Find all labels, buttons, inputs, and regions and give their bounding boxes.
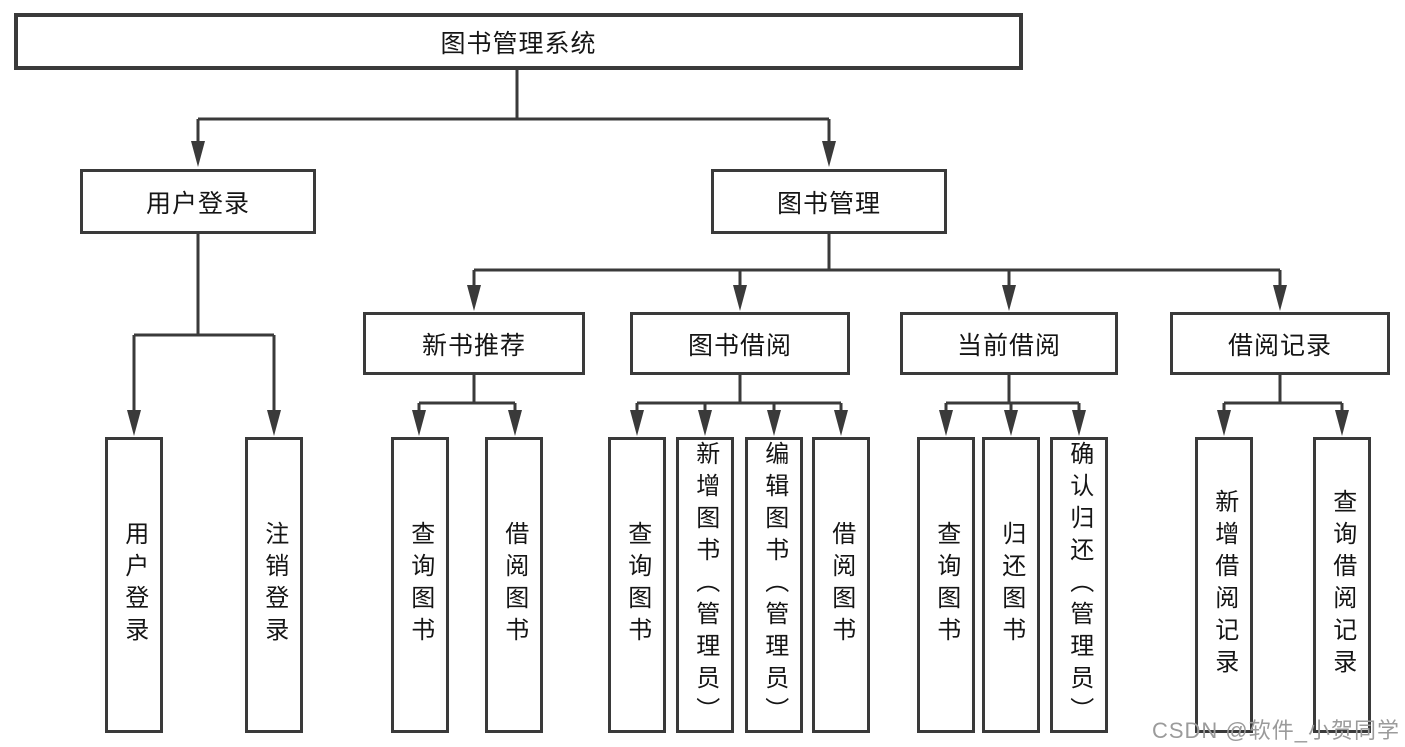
leaf-return-book-label: 归还图书 <box>997 521 1025 649</box>
arrow-icon <box>1217 410 1231 436</box>
arrow-icon <box>412 410 426 436</box>
arrow-icon <box>1273 285 1287 311</box>
arrow-icon <box>1335 410 1349 436</box>
leaf-borrow-edit-book: 编辑图书（管理员） <box>745 437 803 733</box>
leaf-newbook-query: 查询图书 <box>391 437 449 733</box>
arrow-icon <box>127 410 141 436</box>
node-new-book-recommend: 新书推荐 <box>363 312 585 375</box>
arrow-icon <box>191 141 205 167</box>
arrowheads <box>127 141 1349 436</box>
arrow-icon <box>630 410 644 436</box>
node-user-login: 用户登录 <box>80 169 316 234</box>
leaf-return-book: 归还图书 <box>982 437 1040 733</box>
leaf-logout: 注销登录 <box>245 437 303 733</box>
leaf-user-login-label: 用户登录 <box>120 521 148 649</box>
leaf-query-record-label: 查询借阅记录 <box>1328 489 1356 681</box>
leaf-add-record-label: 新增借阅记录 <box>1210 489 1238 681</box>
node-borrow-records-label: 借阅记录 <box>1227 331 1332 360</box>
arrow-icon <box>1002 285 1016 311</box>
arrow-icon <box>698 410 712 436</box>
arrow-icon <box>939 410 953 436</box>
node-book-borrow-label: 图书借阅 <box>687 331 792 360</box>
leaf-borrow-edit-book-label: 编辑图书（管理员） <box>760 441 788 729</box>
node-current-borrow-label: 当前借阅 <box>956 331 1061 360</box>
node-new-book-recommend-label: 新书推荐 <box>421 331 526 360</box>
arrow-icon <box>767 410 781 436</box>
node-book-management-label: 图书管理 <box>776 189 881 218</box>
leaf-newbook-borrow: 借阅图书 <box>485 437 543 733</box>
arrow-icon <box>822 141 836 167</box>
leaf-confirm-return: 确认归还（管理员） <box>1050 437 1108 733</box>
leaf-borrow-book-label: 借阅图书 <box>827 521 855 649</box>
leaf-borrow-query-label: 查询图书 <box>623 521 651 649</box>
node-book-management: 图书管理 <box>711 169 947 234</box>
leaf-add-record: 新增借阅记录 <box>1195 437 1253 733</box>
leaf-borrow-add-book-label: 新增图书（管理员） <box>691 441 719 729</box>
leaf-newbook-query-label: 查询图书 <box>406 521 434 649</box>
leaf-logout-label: 注销登录 <box>260 521 288 649</box>
node-borrow-records: 借阅记录 <box>1170 312 1390 375</box>
node-root-label: 图书管理系统 <box>440 29 597 58</box>
arrow-icon <box>1072 410 1086 436</box>
leaf-current-query-label: 查询图书 <box>932 521 960 649</box>
leaf-borrow-query: 查询图书 <box>608 437 666 733</box>
leaf-newbook-borrow-label: 借阅图书 <box>500 521 528 649</box>
connector-lines <box>132 70 1344 414</box>
node-book-borrow: 图书借阅 <box>630 312 850 375</box>
arrow-icon <box>467 285 481 311</box>
leaf-confirm-return-label: 确认归还（管理员） <box>1065 441 1093 729</box>
arrow-icon <box>1004 410 1018 436</box>
leaf-query-record: 查询借阅记录 <box>1313 437 1371 733</box>
arrow-icon <box>508 410 522 436</box>
node-current-borrow: 当前借阅 <box>900 312 1118 375</box>
leaf-user-login: 用户登录 <box>105 437 163 733</box>
leaf-current-query: 查询图书 <box>917 437 975 733</box>
csdn-watermark: CSDN @软件_小贺同学 <box>1151 718 1400 743</box>
arrow-icon <box>834 410 848 436</box>
arrow-icon <box>267 410 281 436</box>
leaf-borrow-book: 借阅图书 <box>812 437 870 733</box>
leaf-borrow-add-book: 新增图书（管理员） <box>676 437 734 733</box>
node-root: 图书管理系统 <box>14 13 1023 70</box>
arrow-icon <box>733 285 747 311</box>
node-user-login-label: 用户登录 <box>145 189 250 218</box>
